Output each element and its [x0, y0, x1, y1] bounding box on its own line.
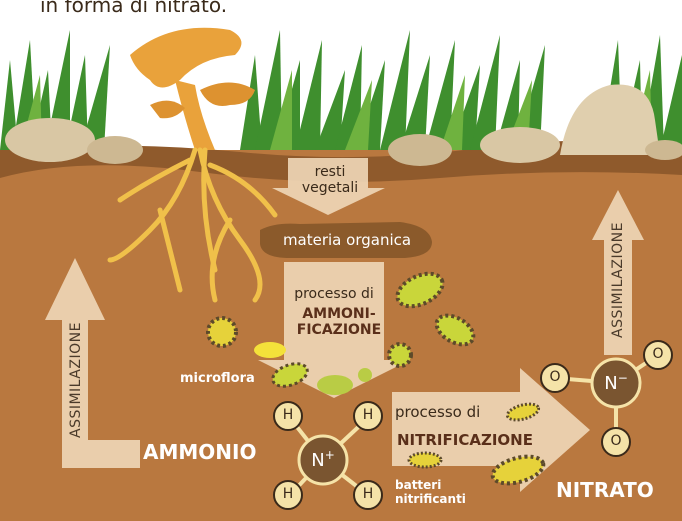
- h-label: H: [360, 486, 376, 502]
- o-label: O: [547, 369, 563, 385]
- h-label: H: [280, 407, 296, 423]
- ammonium-charge: +: [325, 448, 335, 462]
- nitrate-center-label: N−: [596, 371, 636, 394]
- label-ammonificazione: AMMONI- FICAZIONE: [284, 306, 394, 338]
- rock: [87, 136, 143, 164]
- label-assimilazione-right: ASSIMILAZIONE: [610, 218, 626, 338]
- rock: [560, 84, 660, 155]
- h-label: H: [280, 486, 296, 502]
- label-nitrato: NITRATO: [556, 479, 654, 502]
- nitrate-charge: −: [618, 371, 628, 385]
- o-label: O: [608, 433, 624, 449]
- header-fragment: in forma di nitrato.: [40, 0, 227, 17]
- label-resti-vegetali: resti vegetali: [300, 164, 360, 196]
- label-processo-di-ammonificazione: processo di: [284, 286, 384, 302]
- o-label: O: [650, 346, 666, 362]
- rock: [480, 127, 560, 163]
- label-microflora: microflora: [180, 372, 255, 387]
- ammonium-center-symbol: N: [311, 450, 324, 471]
- rock: [388, 134, 452, 166]
- label-assimilazione-left: ASSIMILAZIONE: [68, 318, 84, 438]
- label-ammonio: AMMONIO: [143, 441, 256, 464]
- label-batteri-nitrificanti: batteri nitrificanti: [395, 479, 466, 507]
- label-processo-di-nitrificazione: processo di: [395, 404, 480, 421]
- mushroom: [130, 28, 255, 150]
- nitrate-center-symbol: N: [604, 373, 617, 394]
- ammonium-center-label: N+: [303, 448, 343, 471]
- rock: [5, 118, 95, 162]
- h-label: H: [360, 407, 376, 423]
- label-nitrificazione: NITRIFICAZIONE: [397, 432, 533, 449]
- label-materia-organica: materia organica: [262, 232, 432, 249]
